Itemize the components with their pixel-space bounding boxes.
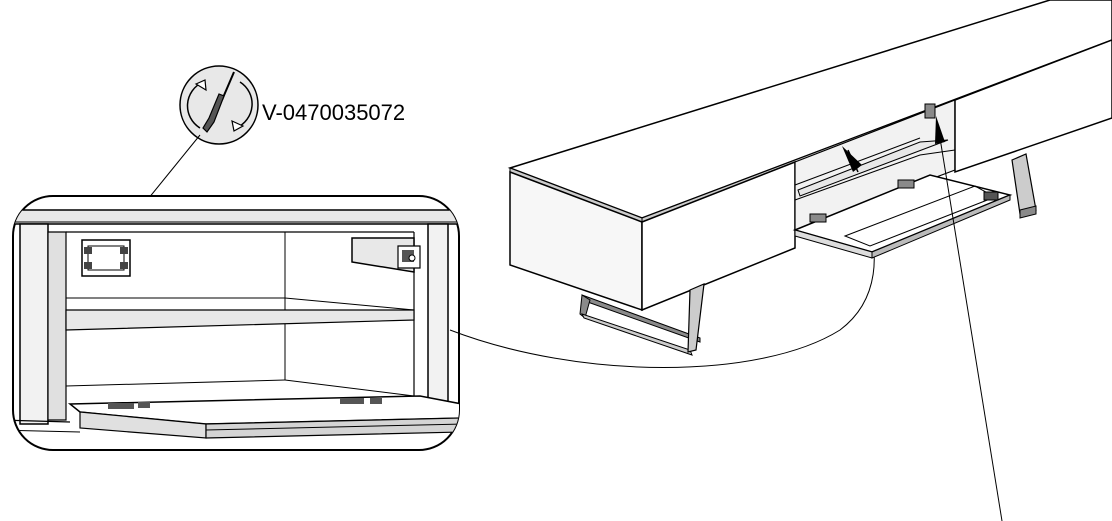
flap-panel <box>795 175 1010 258</box>
part-code: V-0470035072 <box>262 100 405 125</box>
left-door <box>642 162 795 310</box>
hinge-bracket-right <box>352 238 420 272</box>
tv-cabinet <box>510 0 1112 521</box>
lift-arrow-icon <box>842 146 862 172</box>
detail-inset <box>0 196 470 450</box>
screwdriver-rotate-icon <box>180 66 258 144</box>
pointer-arrow-icon <box>935 116 1002 521</box>
right-door <box>955 40 1112 172</box>
left-leg <box>580 284 704 355</box>
right-leg <box>1012 154 1036 218</box>
hinge-bracket-left <box>82 240 130 276</box>
flap-panel-inset <box>70 396 459 438</box>
inset-callout-curve <box>450 215 874 368</box>
